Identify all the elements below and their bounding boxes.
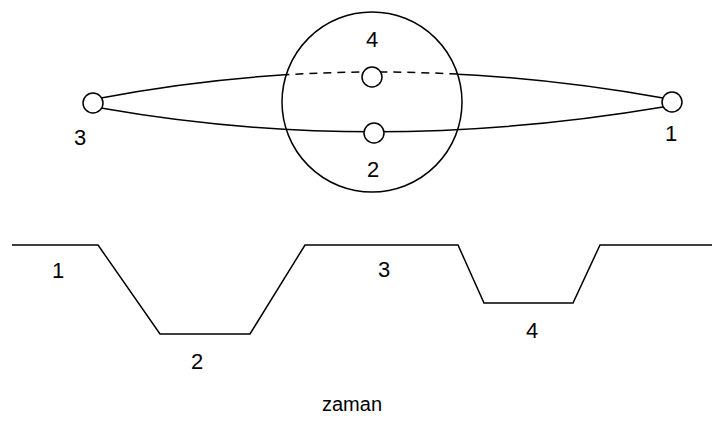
callout-number: 4 (366, 29, 378, 51)
companion-star (362, 67, 382, 87)
axis-label: zaman (322, 394, 382, 414)
companion-star (83, 93, 103, 113)
companion-star (364, 123, 384, 143)
companion-star (662, 92, 682, 112)
primary-star (282, 12, 462, 192)
callout-number: 2 (191, 351, 203, 373)
callout-number: 2 (367, 159, 379, 181)
callout-number: 1 (665, 123, 677, 145)
callout-number: 3 (74, 127, 86, 149)
callout-number: 3 (378, 259, 390, 281)
light-curve (12, 245, 712, 334)
callout-number: 4 (526, 320, 538, 342)
callout-number: 1 (52, 260, 64, 282)
